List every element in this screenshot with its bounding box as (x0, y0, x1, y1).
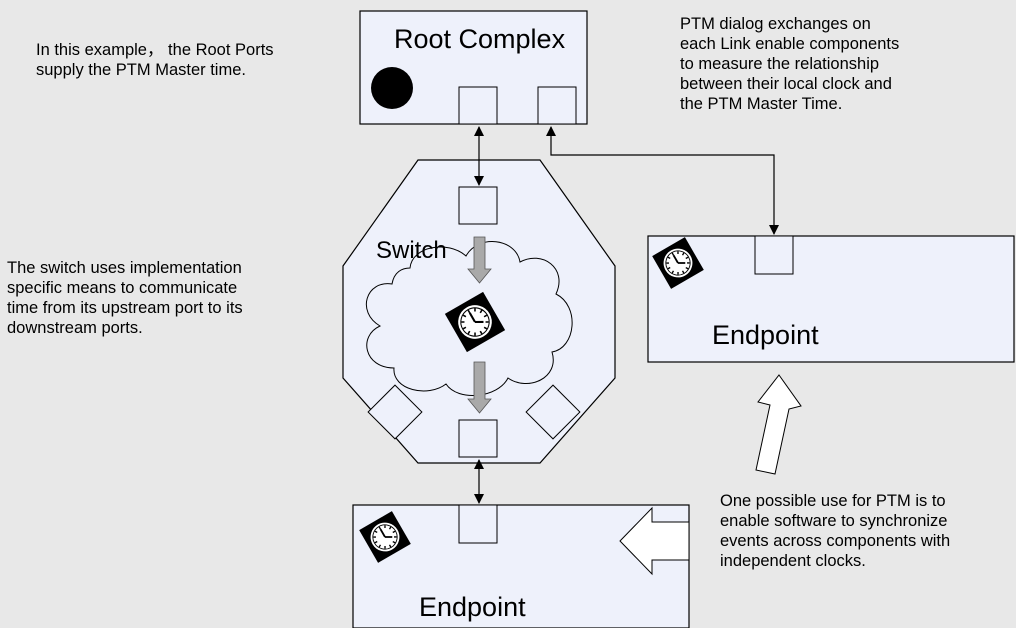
root-complex-box (359, 10, 588, 125)
black-dot-icon (371, 67, 413, 109)
root-port-left (458, 86, 498, 125)
switch-downstream-port (458, 419, 498, 458)
switch-upstream-port (458, 186, 498, 225)
gray-down-arrow-bottom (467, 361, 492, 414)
endpoint-bottom-label: Endpoint (419, 592, 526, 622)
endpoint-bottom-port (458, 504, 498, 544)
root-complex-label: Root Complex (394, 24, 566, 54)
endpoint-right-port (754, 235, 794, 275)
endpoint-bottom-box (352, 504, 690, 628)
switch-octagon (342, 159, 616, 464)
switch-label: Switch (376, 237, 447, 264)
switch-port-left (367, 384, 423, 440)
root-port-right (537, 86, 577, 125)
outline-arrow-up (755, 374, 802, 475)
endpoint-right-box (647, 235, 1015, 363)
link-root-to-endpoint-right (546, 126, 779, 235)
gray-down-arrow-top (467, 236, 492, 284)
outline-arrow-left (619, 506, 690, 576)
endpoint-right-label: Endpoint (712, 320, 819, 350)
switch-port-right (525, 384, 581, 440)
